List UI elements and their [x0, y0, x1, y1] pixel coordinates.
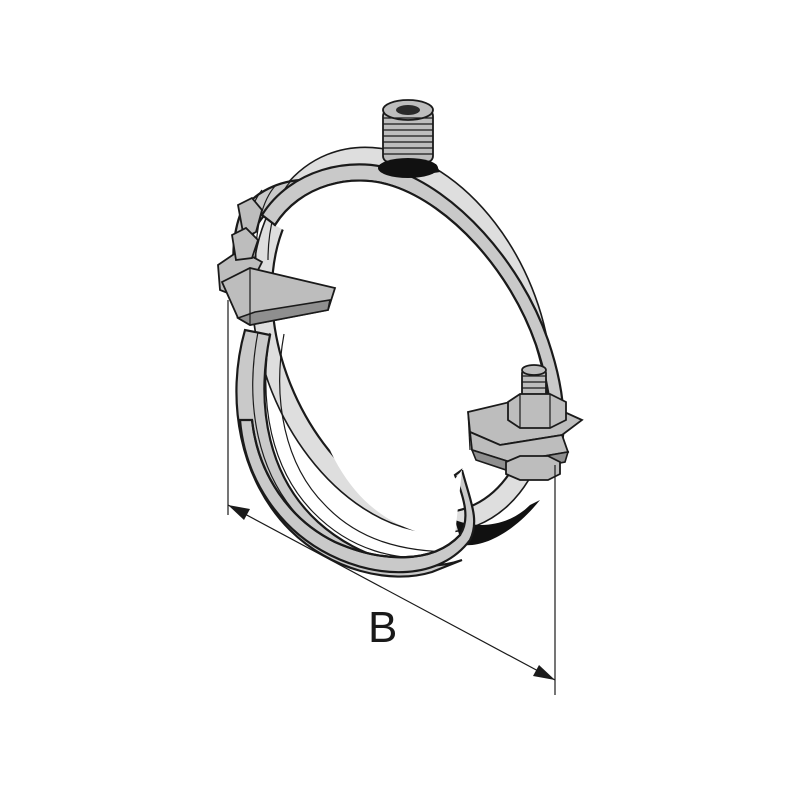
hex-nut: [507, 393, 567, 429]
dimension-arrow-right: [533, 665, 555, 680]
hex-nut-bottom: [505, 455, 561, 481]
rubber-strip-bottom: [455, 500, 540, 546]
threaded-socket: [378, 99, 438, 178]
left-clamp-ear: [217, 196, 337, 326]
dimension-b: B: [227, 300, 556, 695]
dimension-label: B: [368, 603, 397, 652]
dimension-arrow-left: [228, 505, 250, 520]
hex-bolt: [521, 364, 547, 401]
